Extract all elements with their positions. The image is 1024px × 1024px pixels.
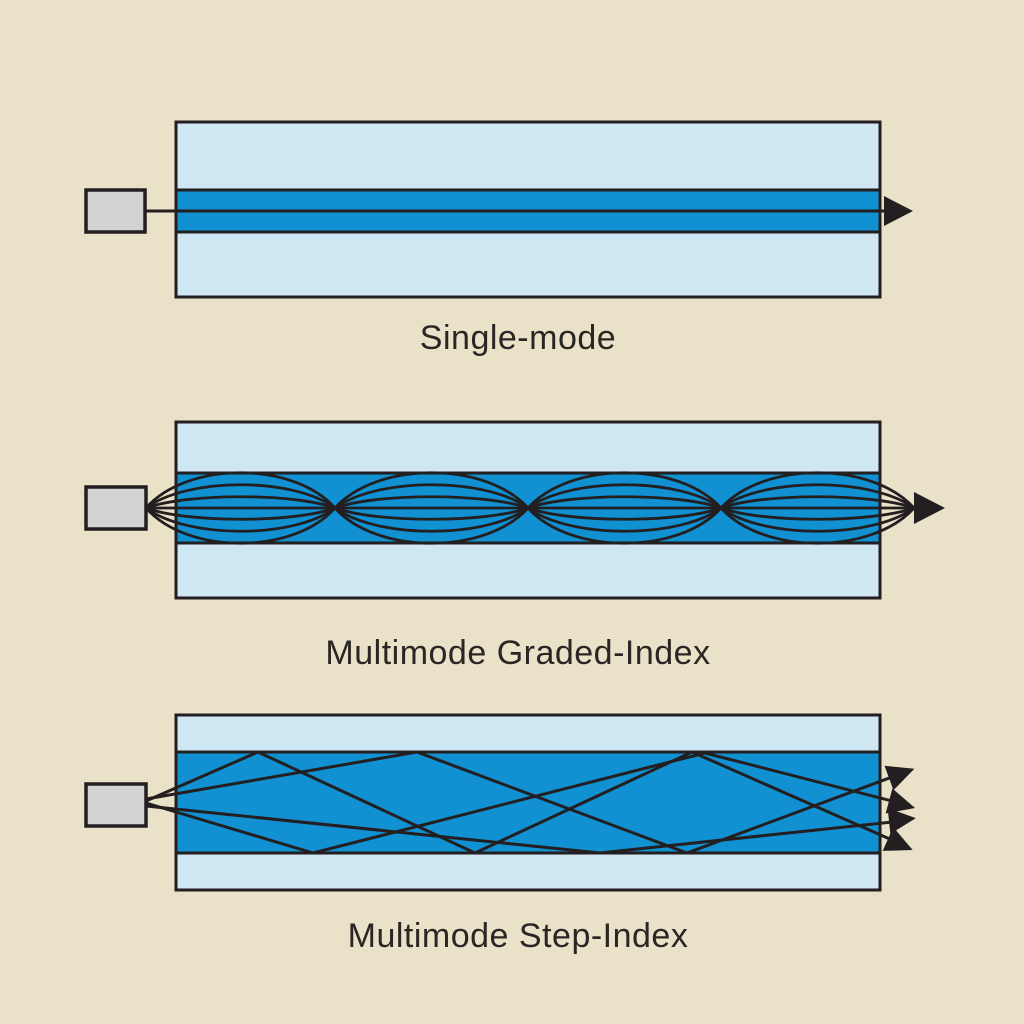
step-ray-medium — [145, 750, 893, 855]
ray-arrowhead-icon — [885, 788, 916, 814]
multimode-graded-index-fiber — [84, 420, 945, 600]
multimode-step-index-label: Multimode Step-Index — [347, 917, 689, 955]
step-ray-steep — [145, 750, 893, 855]
step-index-core — [174, 750, 882, 855]
step-ray-shallow — [145, 804, 893, 855]
light-source-box — [84, 188, 147, 234]
ray-arrowhead-icon — [884, 196, 913, 226]
light-source-box — [84, 485, 148, 531]
single-mode-label: Single-mode — [419, 319, 617, 357]
multimode-step-index-fiber — [84, 713, 916, 892]
ray-arrowhead-icon — [882, 827, 913, 851]
light-source-box — [84, 782, 148, 828]
single-mode-fiber — [84, 120, 913, 299]
ray-arrowhead-icon — [914, 492, 945, 524]
step-ray-down-first — [145, 751, 893, 855]
graded-ray-arc-outer-down — [144, 505, 916, 545]
multimode-graded-index-label: Multimode Graded-Index — [325, 634, 711, 672]
ray-arrowhead-icon — [887, 808, 916, 834]
ray-arrowhead-icon — [884, 765, 915, 791]
